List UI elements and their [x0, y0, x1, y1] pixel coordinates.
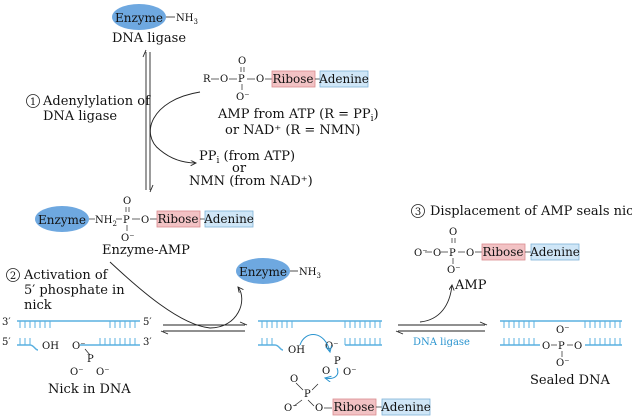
- dna-ligase-title: DNA ligase: [112, 31, 186, 46]
- svg-text:Ribose: Ribose: [272, 72, 313, 86]
- step2-equilibrium-arrow: [160, 321, 248, 335]
- activated-intermediate: OH O⁻ P O⁻ O O P O⁻ O Ribose Adenine: [258, 320, 431, 416]
- byproduct-text: PPi (from ATP) or NMN (from NAD⁺): [189, 149, 313, 189]
- svg-text:3: 3: [415, 207, 421, 218]
- svg-text:Ribose: Ribose: [157, 212, 198, 226]
- svg-text:O⁻: O⁻: [236, 92, 249, 103]
- vertical-equilibrium-arrow: [142, 49, 154, 193]
- svg-text:P: P: [87, 354, 94, 365]
- svg-text:O: O: [466, 248, 474, 259]
- svg-text:O: O: [141, 215, 149, 226]
- svg-text:O: O: [256, 74, 264, 85]
- step1-label: 1 Adenylylation of DNA ligase: [26, 94, 151, 124]
- svg-text:5′ phosphate in: 5′ phosphate in: [24, 283, 125, 298]
- svg-text:Adenine: Adenine: [318, 72, 369, 86]
- svg-text:Enzyme: Enzyme: [239, 265, 287, 279]
- step1-curved-arrow: [150, 91, 201, 163]
- enzyme-amp-structure: Enzyme NH2 P O O⁻ O Ribose Adenine: [35, 196, 254, 244]
- step3-label: 3 Displacement of AMP seals nick: [411, 204, 632, 219]
- svg-text:O⁻: O⁻: [70, 367, 83, 378]
- svg-text:Activation of: Activation of: [23, 268, 109, 283]
- svg-text:Ribose: Ribose: [482, 245, 523, 259]
- svg-text:5′: 5′: [143, 317, 152, 328]
- svg-text:O⁻: O⁻: [325, 341, 338, 352]
- svg-text:Ribose: Ribose: [333, 400, 374, 414]
- svg-text:O⁻: O⁻: [72, 341, 85, 352]
- adenine-box: [319, 70, 369, 88]
- svg-text:5′: 5′: [2, 337, 11, 348]
- svg-text:Enzyme: Enzyme: [115, 11, 163, 25]
- svg-text:R: R: [203, 74, 211, 85]
- svg-text:O: O: [238, 56, 246, 67]
- svg-text:O⁻: O⁻: [284, 403, 297, 414]
- svg-text:NH3: NH3: [299, 267, 321, 280]
- svg-text:O: O: [315, 403, 323, 414]
- svg-text:O⁻: O⁻: [96, 367, 109, 378]
- svg-text:OH: OH: [288, 345, 305, 356]
- svg-text:P: P: [304, 389, 311, 400]
- svg-text:3′: 3′: [143, 337, 152, 348]
- svg-text:O: O: [290, 374, 298, 385]
- svg-text:2: 2: [10, 271, 16, 282]
- svg-text:or: or: [232, 161, 247, 176]
- svg-text:NH3: NH3: [176, 13, 198, 26]
- svg-text:O: O: [322, 366, 330, 377]
- svg-text:O⁻: O⁻: [414, 248, 427, 259]
- amp-source-text: AMP from ATP (R = PPi) or NAD⁺ (R = NMN): [217, 107, 379, 138]
- svg-text:PPi (from ATP): PPi (from ATP): [199, 149, 295, 166]
- step3-equilibrium-arrow: [395, 321, 488, 335]
- svg-text:O: O: [574, 341, 582, 352]
- amp-product: O O⁻ O P O⁻ O Ribose Adenine: [414, 227, 580, 276]
- svg-text:O: O: [220, 74, 228, 85]
- svg-text:P: P: [123, 215, 130, 226]
- svg-text:P: P: [449, 248, 456, 259]
- svg-text:O: O: [449, 227, 457, 238]
- nick-label: Nick in DNA: [48, 382, 131, 397]
- svg-text:NMN (from NAD⁺): NMN (from NAD⁺): [189, 174, 313, 189]
- enzyme-amp-label: Enzyme-AMP: [102, 243, 190, 258]
- step3-curved-arrow: [419, 285, 452, 323]
- svg-text:3′: 3′: [2, 317, 11, 328]
- svg-text:AMP from ATP (R = PPi): AMP from ATP (R = PPi): [217, 107, 379, 124]
- svg-text:1: 1: [30, 97, 36, 108]
- step2-label: 2 Activation of 5′ phosphate in nick: [6, 268, 125, 313]
- svg-text:O⁻: O⁻: [343, 367, 356, 378]
- svg-text:Adenylylation of: Adenylylation of: [42, 94, 151, 109]
- svg-text:nick: nick: [24, 298, 52, 313]
- svg-text:P: P: [334, 356, 341, 367]
- svg-text:P: P: [238, 74, 245, 85]
- sealed-dna-label: Sealed DNA: [530, 373, 610, 388]
- svg-text:OH: OH: [42, 341, 59, 352]
- svg-text:or NAD⁺ (R = NMN): or NAD⁺ (R = NMN): [225, 123, 361, 138]
- enzyme-released: Enzyme NH3: [236, 258, 321, 284]
- svg-text:Enzyme: Enzyme: [38, 213, 86, 227]
- svg-text:O⁻: O⁻: [556, 358, 569, 369]
- svg-text:O: O: [433, 248, 441, 259]
- sealed-dna: O P O O⁻ O⁻: [500, 320, 622, 369]
- svg-text:O⁻: O⁻: [121, 233, 134, 244]
- svg-text:O⁻: O⁻: [447, 265, 460, 276]
- dna-ligase-blue-label: DNA ligase: [413, 337, 470, 348]
- svg-text:DNA ligase: DNA ligase: [43, 109, 117, 124]
- svg-text:O: O: [123, 196, 131, 207]
- svg-text:Adenine: Adenine: [529, 245, 580, 259]
- step2-curved-arrow: [109, 261, 242, 329]
- svg-text:Displacement of AMP seals nick: Displacement of AMP seals nick: [430, 204, 632, 219]
- svg-text:O⁻: O⁻: [556, 325, 569, 336]
- nick-dna: 3′ 5′ 5′ 3′ OH O⁻ P O⁻ O⁻: [2, 317, 152, 378]
- svg-text:Adenine: Adenine: [203, 212, 254, 226]
- amp-donor-structure: R O P O O⁻ O Ribose Adenine: [203, 56, 369, 103]
- svg-text:Adenine: Adenine: [380, 400, 431, 414]
- amp-label: AMP: [454, 278, 487, 293]
- svg-text:NH2: NH2: [95, 215, 117, 228]
- svg-text:P: P: [558, 341, 565, 352]
- svg-text:O: O: [542, 341, 550, 352]
- enzyme-top: Enzyme NH3: [112, 4, 198, 30]
